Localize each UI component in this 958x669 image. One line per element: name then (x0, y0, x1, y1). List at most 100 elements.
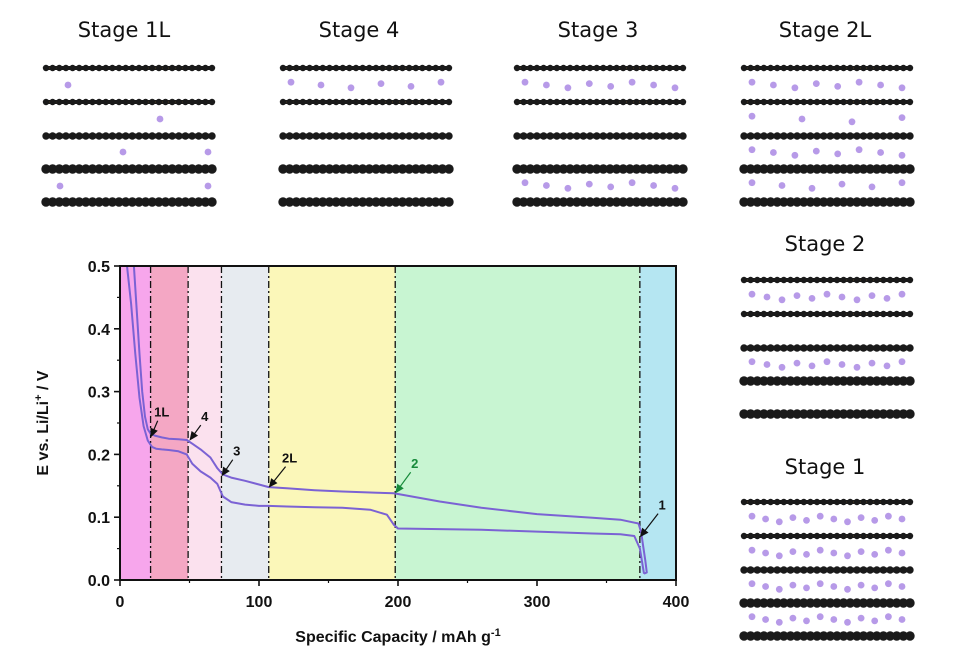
carbon-atom (858, 598, 869, 608)
carbon-atom (580, 64, 587, 72)
carbon-atom (765, 631, 776, 641)
carbon-atom (404, 197, 414, 207)
carbon-atom (42, 132, 50, 140)
carbon-atom (107, 164, 118, 174)
stage-region-3 (221, 266, 269, 580)
stage-title-4: Stage 4 (318, 18, 400, 42)
carbon-atom (599, 132, 607, 140)
carbon-atom (67, 197, 78, 207)
carbon-atom (552, 197, 562, 207)
carbon-atom (384, 197, 394, 207)
carbon-atom (752, 409, 762, 419)
carbon-atom (787, 532, 794, 540)
carbon-atom (88, 132, 97, 140)
carbon-atom (893, 344, 901, 352)
carbon-atom (826, 344, 834, 352)
carbon-atom (858, 409, 869, 419)
carbon-atom (579, 132, 588, 140)
lithium-atom (521, 179, 529, 187)
carbon-atom (760, 132, 768, 140)
carbon-atom (800, 132, 808, 140)
carbon-atom (739, 409, 749, 419)
carbon-atom (774, 64, 781, 72)
carbon-atom (432, 98, 439, 106)
y-tick-label: 0.4 (88, 322, 110, 339)
carbon-atom (832, 409, 842, 419)
carbon-atom (135, 132, 143, 140)
carbon-atom (759, 631, 769, 641)
carbon-atom (840, 64, 847, 72)
carbon-atom (805, 598, 816, 608)
carbon-atom (846, 344, 854, 352)
carbon-atom (653, 64, 660, 72)
carbon-atom (807, 310, 814, 318)
lithium-atom (789, 548, 797, 555)
carbon-atom (286, 98, 293, 106)
lithium-atom (868, 183, 876, 191)
lithium-atom (823, 358, 831, 366)
carbon-atom (109, 98, 116, 106)
lithium-atom (898, 114, 906, 121)
carbon-atom (800, 310, 807, 318)
carbon-atom (652, 132, 661, 140)
lithium-atom (885, 580, 892, 588)
stage-region-2 (188, 266, 222, 580)
carbon-atom (398, 132, 407, 140)
carbon-atom (618, 164, 628, 174)
carbon-atom (752, 598, 762, 608)
carbon-atom (753, 344, 761, 352)
carbon-atom (807, 64, 814, 72)
carbon-atom (672, 132, 681, 140)
carbon-atom (812, 376, 822, 386)
carbon-atom (780, 310, 787, 318)
carbon-atom (847, 98, 854, 106)
lithium-atom (763, 293, 771, 301)
carbon-atom (820, 498, 827, 506)
carbon-atom (592, 197, 602, 207)
carbon-atom (759, 164, 769, 174)
carbon-atom (195, 132, 203, 140)
carbon-atom (87, 164, 98, 174)
carbon-atom (417, 164, 428, 174)
carbon-atom (819, 631, 829, 641)
carbon-atom (878, 631, 889, 641)
carbon-atom (880, 276, 887, 284)
carbon-atom (142, 98, 149, 106)
stage-annotation-arrowhead (639, 527, 649, 538)
carbon-atom (598, 164, 608, 174)
carbon-atom (325, 132, 334, 140)
carbon-atom (115, 132, 123, 140)
carbon-atom (787, 64, 794, 72)
carbon-atom (793, 566, 801, 574)
carbon-atom (740, 64, 748, 72)
carbon-atom (745, 409, 756, 419)
carbon-atom (101, 164, 111, 174)
lithium-atom (898, 290, 906, 298)
carbon-atom (318, 164, 328, 174)
carbon-atom (792, 376, 802, 386)
carbon-atom (404, 164, 414, 174)
carbon-atom (839, 132, 848, 140)
carbon-atom (639, 132, 647, 140)
lithium-atom (521, 78, 529, 86)
carbon-atom (847, 532, 854, 540)
carbon-atom (860, 532, 867, 540)
carbon-atom (847, 498, 854, 506)
carbon-atom (640, 98, 647, 106)
lithium-atom (855, 146, 863, 154)
stage-annotation-arrowhead (221, 466, 230, 477)
carbon-atom (338, 164, 348, 174)
carbon-atom (760, 310, 768, 318)
stage-annotation-arrow (224, 459, 234, 471)
stage-1-structure-image (739, 498, 915, 641)
carbon-atom (805, 164, 816, 174)
carbon-atom (162, 64, 169, 72)
carbon-atom (905, 164, 915, 174)
y-tick-label: 0.2 (88, 447, 110, 464)
carbon-atom (799, 376, 809, 386)
carbon-atom (666, 64, 673, 72)
carbon-atom (445, 132, 453, 140)
carbon-atom (306, 98, 313, 106)
lithium-atom (407, 83, 415, 90)
carbon-atom (547, 64, 554, 72)
